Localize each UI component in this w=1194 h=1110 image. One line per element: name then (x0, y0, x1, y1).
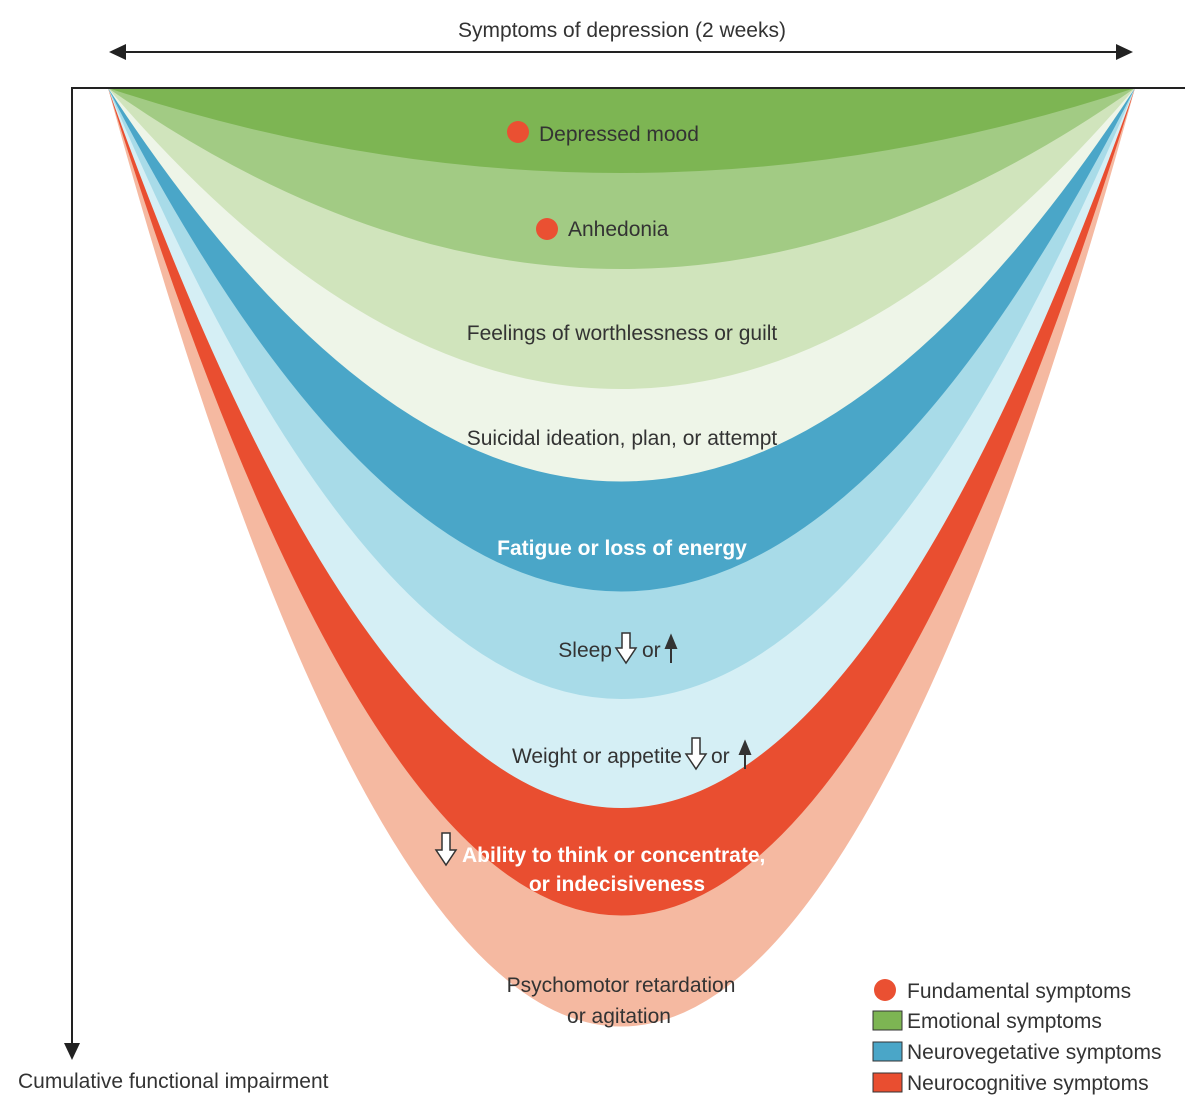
symptom-label-fatigue: Fatigue or loss of energy (497, 537, 747, 560)
band-depressed-mood (108, 88, 1135, 173)
legend-label: Neurocognitive symptoms (907, 1072, 1149, 1095)
symptom-label-depressed-mood: Depressed mood (539, 123, 699, 146)
arrow-decrease-icon (684, 737, 708, 771)
symptom-label-anhedonia: Anhedonia (568, 218, 669, 241)
legend: Fundamental symptoms Emotional symptoms … (872, 979, 1161, 1095)
symptom-label-psychomotor-line2: or agitation (567, 1005, 671, 1028)
arrow-increase-icon (738, 739, 752, 769)
legend-label: Neurovegetative symptoms (907, 1041, 1161, 1064)
fundamental-dot-icon (507, 121, 529, 143)
legend-item-emotional: Emotional symptoms (872, 1010, 1102, 1033)
legend-dot-icon (874, 979, 896, 1001)
arrow-decrease-icon (434, 832, 458, 867)
symptom-label-worthlessness: Feelings of worthlessness or guilt (467, 322, 778, 345)
legend-item-fundamental: Fundamental symptoms (874, 979, 1131, 1003)
symptom-labels: Depressed mood Anhedonia Feelings of wor… (434, 121, 778, 1028)
arrow-increase-icon (664, 633, 678, 663)
arrow-decrease-icon (614, 632, 638, 665)
arrow-down-icon (64, 1043, 80, 1060)
fundamental-dot-icon (536, 218, 558, 240)
legend-label: Emotional symptoms (907, 1010, 1102, 1033)
top-axis: Symptoms of depression (2 weeks) (109, 19, 1133, 60)
symptom-connector-weight: or (711, 745, 730, 768)
arrow-right-icon (1116, 44, 1133, 60)
symptom-label-sleep: Sleep (558, 639, 612, 662)
legend-swatch-icon (872, 1072, 903, 1093)
symptom-label-ability-to-think-line1: Ability to think or concentrate, (462, 844, 765, 867)
symptom-label-suicidal-ideation: Suicidal ideation, plan, or attempt (467, 427, 778, 450)
symptom-connector-sleep: or (642, 639, 661, 662)
legend-swatch-icon (872, 1041, 903, 1062)
legend-item-neurovegetative: Neurovegetative symptoms (872, 1041, 1161, 1064)
side-axis: Cumulative functional impairment (18, 88, 329, 1093)
symptom-label-ability-to-think-line2: or indecisiveness (529, 873, 705, 896)
legend-swatch-icon (872, 1010, 903, 1031)
legend-label: Fundamental symptoms (907, 980, 1131, 1003)
legend-item-neurocognitive: Neurocognitive symptoms (872, 1072, 1149, 1095)
bowl-bands (108, 88, 1135, 1027)
arrow-left-icon (109, 44, 126, 60)
side-axis-label: Cumulative functional impairment (18, 1070, 329, 1093)
symptom-label-psychomotor-line1: Psychomotor retardation (507, 974, 736, 997)
top-axis-label: Symptoms of depression (2 weeks) (458, 19, 786, 42)
symptom-label-weight-appetite: Weight or appetite (512, 745, 682, 768)
